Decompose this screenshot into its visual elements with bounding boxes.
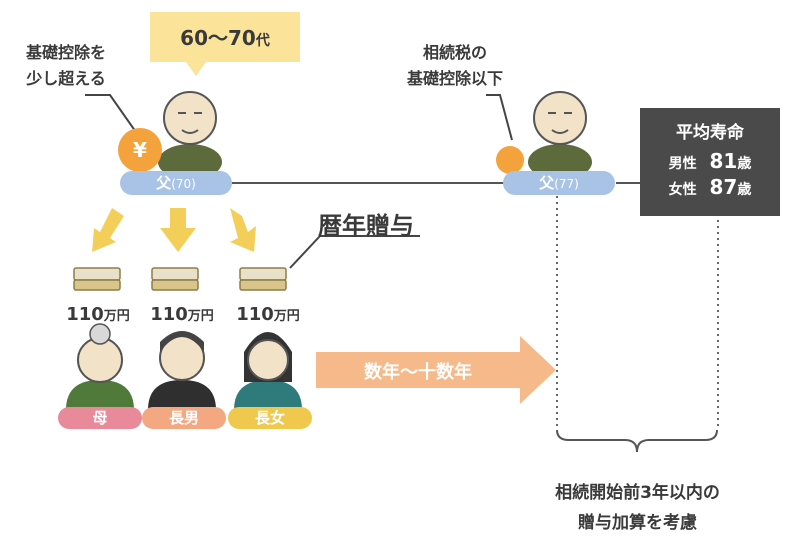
footer-line1: 相続開始前3年以内の	[555, 483, 720, 503]
father-young-figure	[158, 91, 222, 180]
lifespan-male-label: 男性	[668, 156, 697, 172]
period-arrow	[316, 336, 556, 404]
gift-amount-3-value: 110	[236, 304, 274, 325]
gift-arrow-center	[160, 208, 196, 252]
father-young-label: 父	[156, 174, 172, 192]
father-old-figure	[528, 91, 592, 180]
coin-icon-right	[496, 146, 524, 174]
note-left-line2: 少し超える	[26, 69, 106, 88]
money-icon-3	[239, 267, 287, 291]
gift-arrow-right	[230, 208, 256, 252]
gift-amount-2: 110万円	[134, 304, 230, 325]
note-mid-line1: 相続税の	[422, 43, 487, 62]
recipient-daughter-pill: 長女	[228, 407, 312, 429]
recipient-mother-pill: 母	[58, 407, 142, 429]
father-old-age: (77)	[554, 177, 579, 191]
money-icon-1	[73, 267, 121, 291]
gift-arrows	[92, 208, 256, 252]
note-mid-line2: 基礎控除以下	[406, 69, 503, 88]
father-young-pill: 父(70)	[120, 171, 232, 195]
lifespan-female-label: 女性	[668, 182, 697, 198]
gift-arrow-left	[92, 208, 124, 252]
note-left-line1: 基礎控除を	[25, 43, 106, 62]
recipient-son-pill: 長男	[142, 407, 226, 429]
eldest-son-figure	[148, 331, 216, 410]
gift-label: 暦年贈与	[318, 212, 414, 240]
gift-label-pointer	[289, 235, 420, 269]
lifespan-female-value: 87	[709, 175, 738, 199]
gift-amount-1-unit: 万円	[103, 309, 130, 324]
money-icon-2	[151, 267, 199, 291]
age-bubble-shape	[150, 12, 300, 76]
lifespan-female-unit: 歳	[737, 182, 752, 198]
gift-amount-2-unit: 万円	[187, 309, 214, 324]
lifespan-title: 平均寿命	[676, 123, 744, 143]
note-mid-pointer	[486, 94, 513, 141]
lifespan-box: 平均寿命 男性 81歳 女性 87歳	[640, 108, 780, 216]
age-range: 60〜70	[180, 26, 256, 50]
footer-note: 相続開始前3年以内の 贈与加算を考慮	[500, 478, 775, 538]
gift-amount-1-value: 110	[66, 304, 104, 325]
note-mid: 相続税の 基礎控除以下	[380, 40, 530, 92]
father-old-label: 父	[539, 174, 555, 192]
father-old-pill: 父(77)	[503, 171, 615, 195]
lifespan-male-row: 男性 81歳	[640, 149, 780, 173]
age-suffix: 代	[255, 33, 270, 49]
father-young-age: (70)	[171, 177, 196, 191]
note-left-pointer	[85, 94, 139, 136]
gift-amount-3: 110万円	[220, 304, 316, 325]
gift-amount-1: 110万円	[50, 304, 146, 325]
note-left: 基礎控除を 少し超える	[6, 40, 126, 92]
period-brace	[556, 429, 718, 453]
coin-icon-left	[118, 128, 162, 172]
yen-symbol: ¥	[133, 138, 147, 162]
lifespan-male-unit: 歳	[737, 156, 752, 172]
footer-line2: 贈与加算を考慮	[578, 513, 697, 533]
age-bubble: 60〜70代	[150, 22, 300, 51]
period-arrow-label: 数年〜十数年	[364, 362, 472, 383]
mother-figure	[66, 323, 134, 410]
lifespan-male-value: 81	[709, 149, 738, 173]
lifespan-female-row: 女性 87歳	[640, 175, 780, 199]
eldest-daughter-figure	[234, 332, 302, 410]
gift-amount-2-value: 110	[150, 304, 188, 325]
gift-amount-3-unit: 万円	[273, 309, 300, 324]
